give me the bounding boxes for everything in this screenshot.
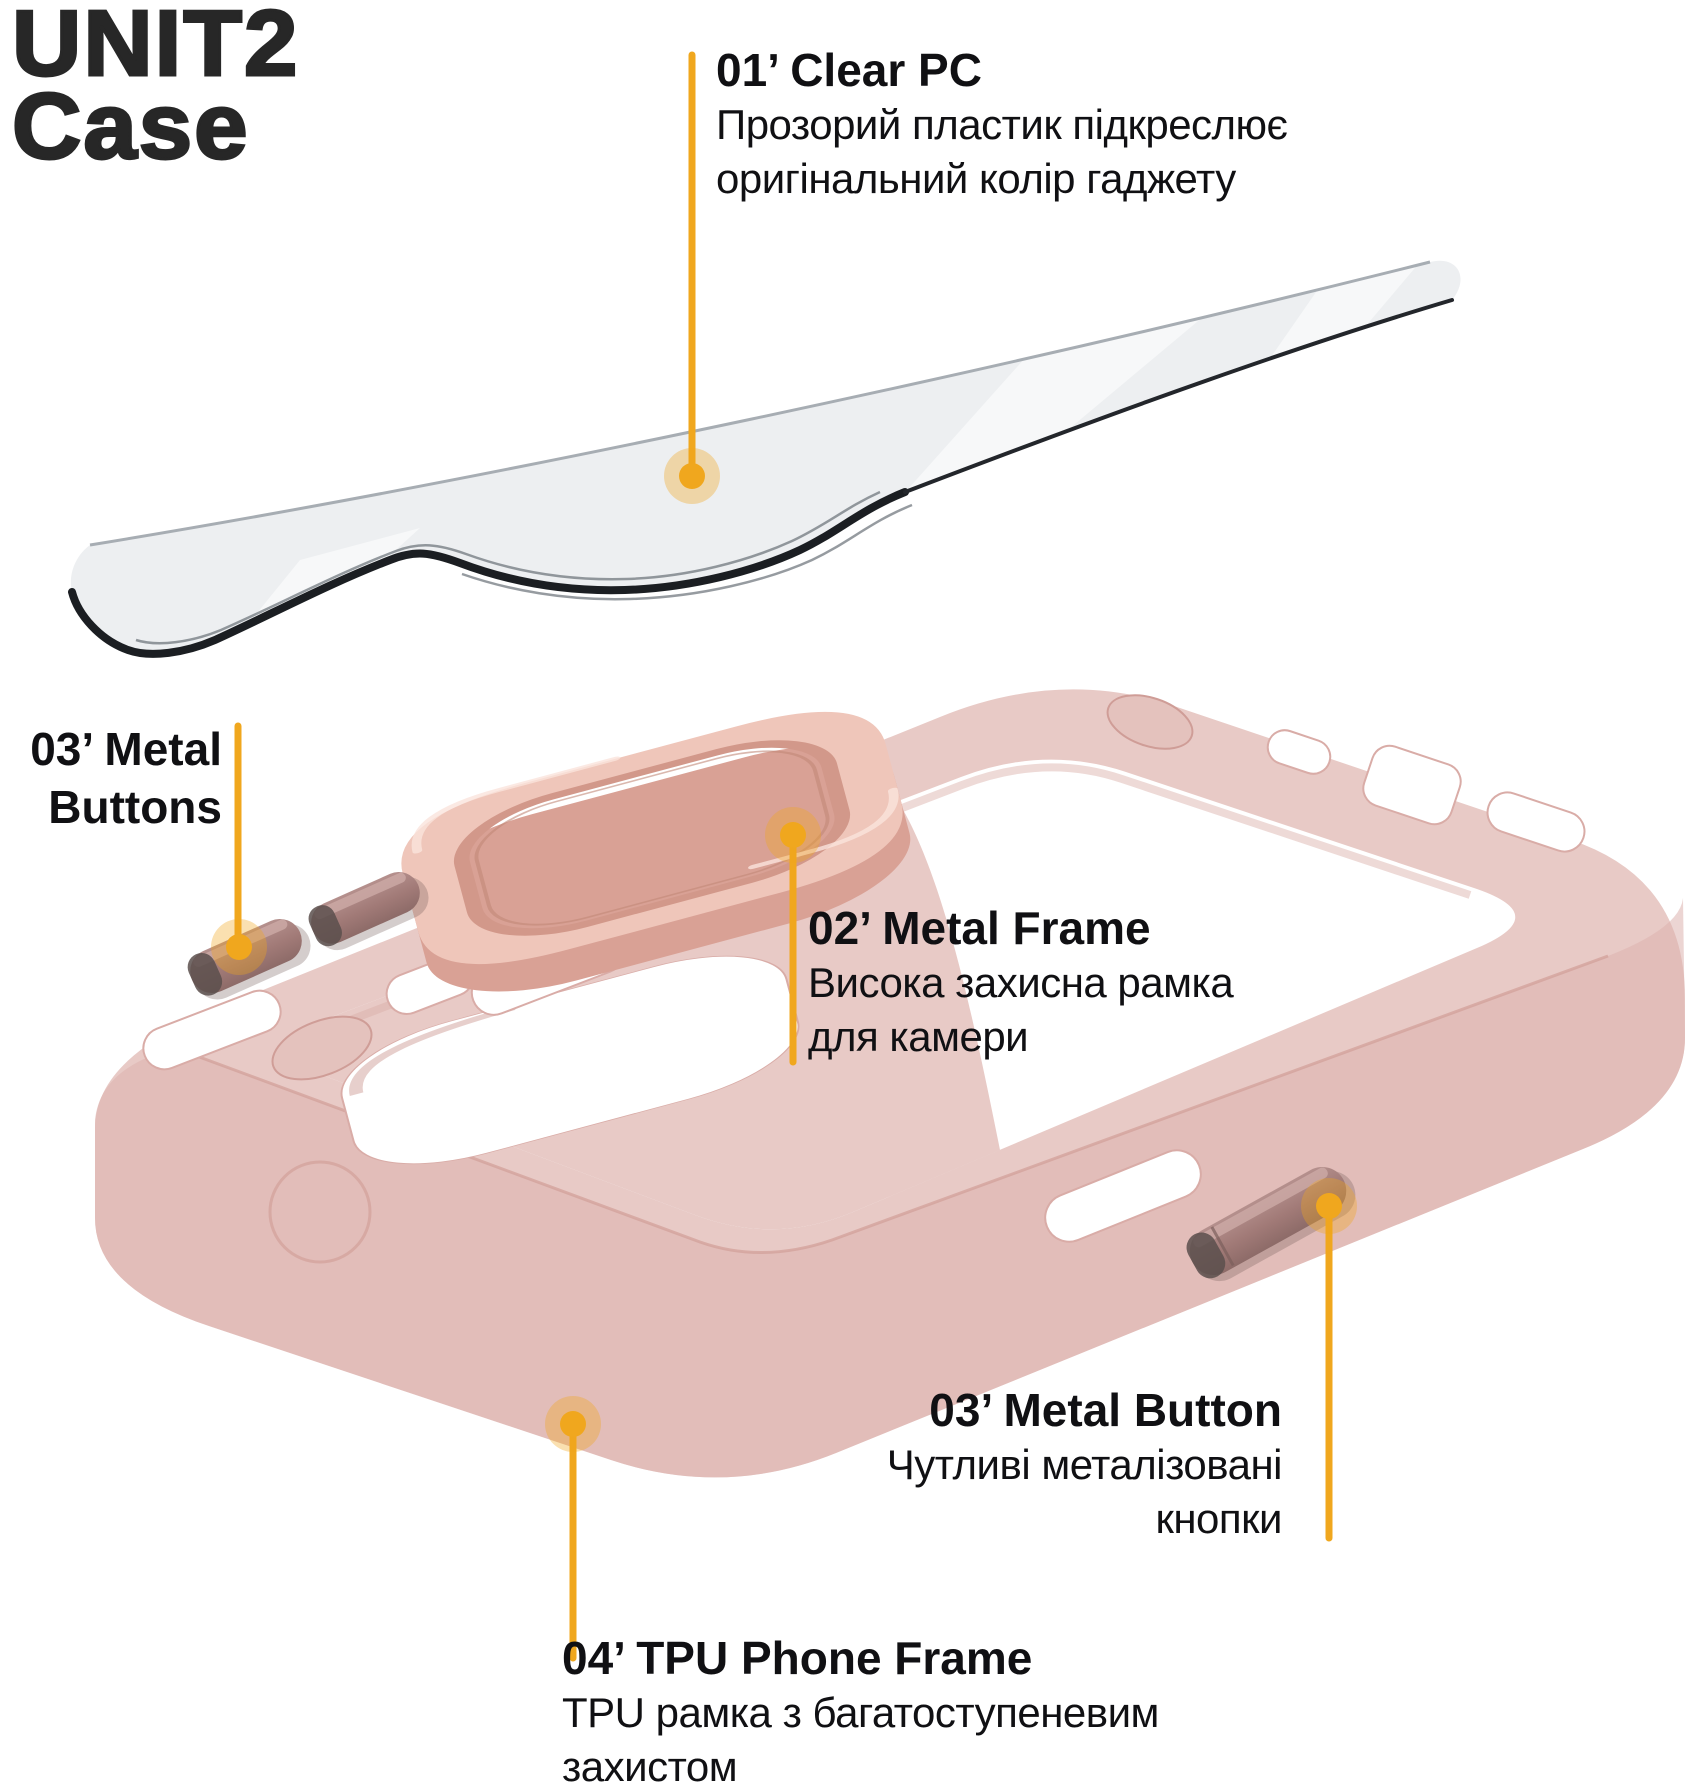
brand-logo-line2: Case (10, 74, 250, 179)
callout-clear-pc-body-1: Прозорий пластик підкреслює (716, 101, 1288, 148)
brand-logo: UNIT2 Case (10, 0, 300, 179)
callout-line-metal-button-right (1301, 1178, 1357, 1542)
power-button (1186, 1166, 1356, 1282)
callout-metal-frame-title: 02’ Metal Frame (808, 902, 1151, 954)
callout-metal-frame: 02’ Metal Frame Висока захисна рамка для… (808, 900, 1234, 1064)
callout-clear-pc-title: 01’ Clear PC (716, 44, 982, 96)
callout-line-tpu-frame (545, 1396, 601, 1662)
callout-metal-buttons-left: 03’ Metal Buttons (30, 720, 222, 836)
clear-pc-plate (68, 260, 1461, 658)
callout-metal-button-right: 03’ Metal Button Чутливі металізовані кн… (886, 1382, 1283, 1546)
callout-clear-pc: 01’ Clear PC Прозорий пластик підкреслює… (716, 42, 1288, 206)
callout-metal-buttons-title-2: Buttons (48, 781, 222, 833)
callout-dot-tpu-frame (560, 1411, 586, 1437)
callout-clear-pc-body-2: оригінальний колір гаджету (716, 155, 1236, 202)
callout-line-metal-buttons-left (211, 722, 267, 975)
camera-metal-frame (401, 711, 911, 992)
callout-metal-button-body-1: Чутливі металізовані (886, 1441, 1283, 1488)
callout-dot-metal-button (1316, 1193, 1342, 1219)
brand-logo-line1: UNIT2 (10, 0, 300, 96)
callout-tpu-frame: 04’ TPU Phone Frame TPU рамка з багатост… (562, 1630, 1159, 1784)
callout-tpu-frame-body-2: захистом (562, 1743, 738, 1784)
callout-metal-button-body-2: кнопки (1155, 1495, 1282, 1542)
tpu-case-frame (95, 689, 1685, 1478)
callout-metal-buttons-title-1: 03’ Metal (30, 723, 222, 775)
callout-metal-button-title: 03’ Metal Button (929, 1384, 1282, 1436)
callout-tpu-frame-title: 04’ TPU Phone Frame (562, 1632, 1033, 1684)
callout-dot-clear-pc (679, 463, 705, 489)
callout-line-clear-pc (664, 51, 720, 504)
back-panel-indent (268, 1160, 372, 1264)
callout-tpu-frame-body-1: TPU рамка з багатоступеневим (562, 1689, 1159, 1736)
callout-dot-metal-frame (780, 822, 806, 848)
callout-metal-frame-body-1: Висока захисна рамка (808, 959, 1234, 1006)
volume-button-2 (308, 871, 429, 951)
callout-metal-frame-body-2: для камери (808, 1013, 1029, 1060)
callout-dot-metal-buttons (226, 934, 252, 960)
callout-line-metal-frame (765, 807, 821, 1066)
